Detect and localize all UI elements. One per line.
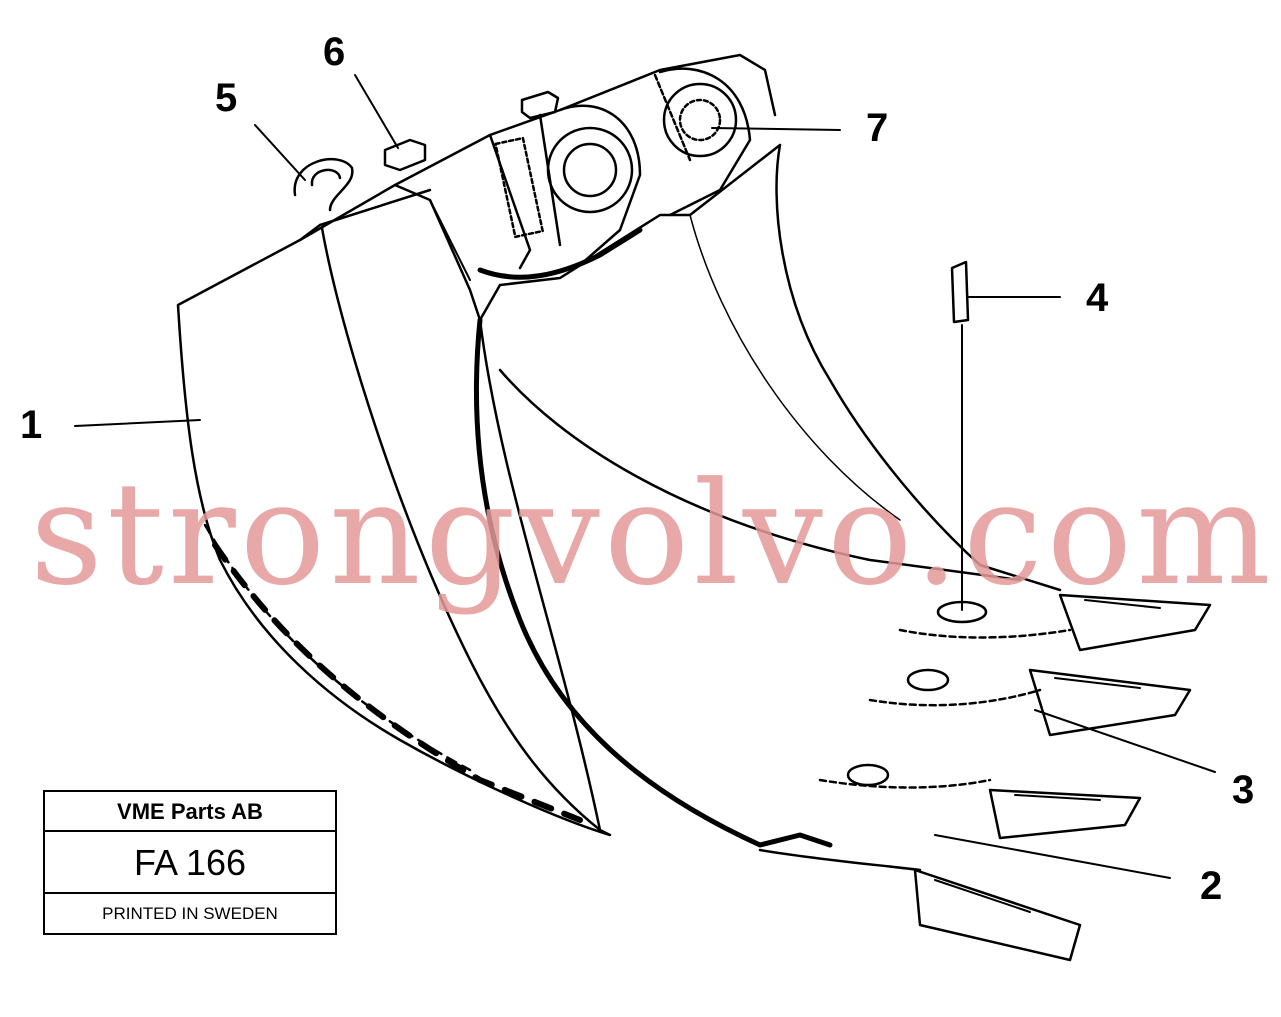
callout-4: 4 <box>1086 276 1109 320</box>
callout-2: 2 <box>1200 864 1223 908</box>
leader-lines <box>74 74 1216 879</box>
teeth <box>758 593 1212 962</box>
hinge-bracket <box>393 53 777 280</box>
callout-5: 5 <box>215 76 238 120</box>
lifting-eye <box>293 158 354 212</box>
leader-3 <box>1034 709 1216 773</box>
title-plate: VME Parts AB FA 166 PRINTED IN SWEDEN <box>43 790 337 935</box>
bucket-inner <box>473 143 1062 848</box>
wedge-pin <box>936 260 988 624</box>
bucket-body <box>176 183 612 837</box>
top-lug <box>383 90 560 172</box>
callout-6: 6 <box>323 30 346 74</box>
leader-7 <box>711 127 841 131</box>
callout-3: 3 <box>1232 768 1255 812</box>
leader-2 <box>934 834 1171 879</box>
plate-printed: PRINTED IN SWEDEN <box>102 904 278 923</box>
callout-7: 7 <box>866 106 889 150</box>
plate-company: VME Parts AB <box>45 792 335 832</box>
leader-1 <box>74 419 201 427</box>
plate-code: FA 166 <box>45 832 335 894</box>
callout-1: 1 <box>20 403 43 447</box>
leader-5 <box>254 124 306 181</box>
leader-6 <box>354 74 399 149</box>
